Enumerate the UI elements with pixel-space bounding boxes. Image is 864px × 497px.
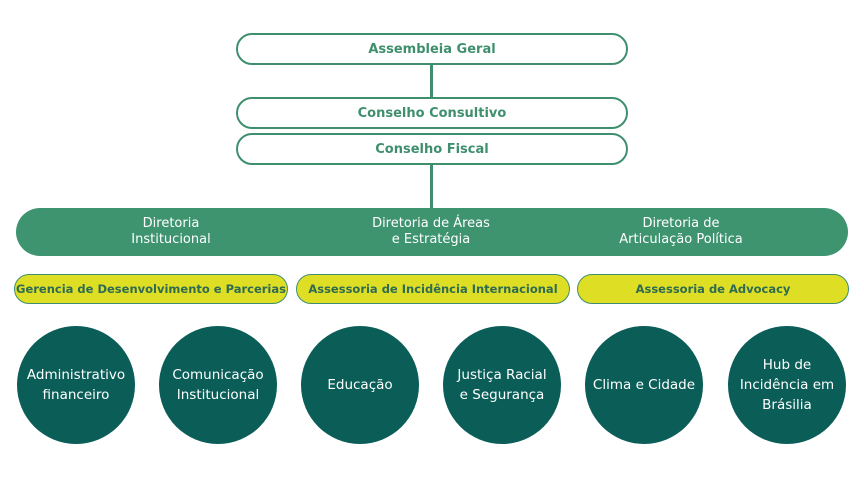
- unit-comunicacao-institucional: Comunicação Institucional: [159, 326, 277, 444]
- directorate-institucional: Diretoria Institucional: [131, 216, 211, 247]
- gerencia-desenvolvimento-parcerias: Gerencia de Desenvolvimento e Parcerias: [14, 274, 288, 304]
- connector-fiscal-directorates: [430, 164, 433, 210]
- unit-administrativo-financeiro: Administrativo financeiro: [17, 326, 135, 444]
- directorate-areas-estrategia: Diretoria de Áreas e Estratégia: [372, 216, 490, 247]
- conselho-fiscal-box: Conselho Fiscal: [236, 133, 628, 165]
- directorate-articulacao-politica: Diretoria de Articulação Política: [619, 216, 743, 247]
- assembleia-geral-box: Assembleia Geral: [236, 33, 628, 65]
- unit-hub-incidencia-brasilia: Hub de Incidência em Brásilia: [728, 326, 846, 444]
- assessoria-advocacy: Assessoria de Advocacy: [577, 274, 849, 304]
- unit-educacao: Educação: [301, 326, 419, 444]
- unit-justica-racial-seguranca: Justiça Racial e Segurança: [443, 326, 561, 444]
- conselho-consultivo-box: Conselho Consultivo: [236, 97, 628, 129]
- connector-assembly-consultive: [430, 64, 433, 98]
- unit-clima-cidade: Clima e Cidade: [585, 326, 703, 444]
- assessoria-incidencia-internacional: Assessoria de Incidência Internacional: [296, 274, 570, 304]
- directorates-band: Diretoria Institucional Diretoria de Áre…: [16, 208, 848, 256]
